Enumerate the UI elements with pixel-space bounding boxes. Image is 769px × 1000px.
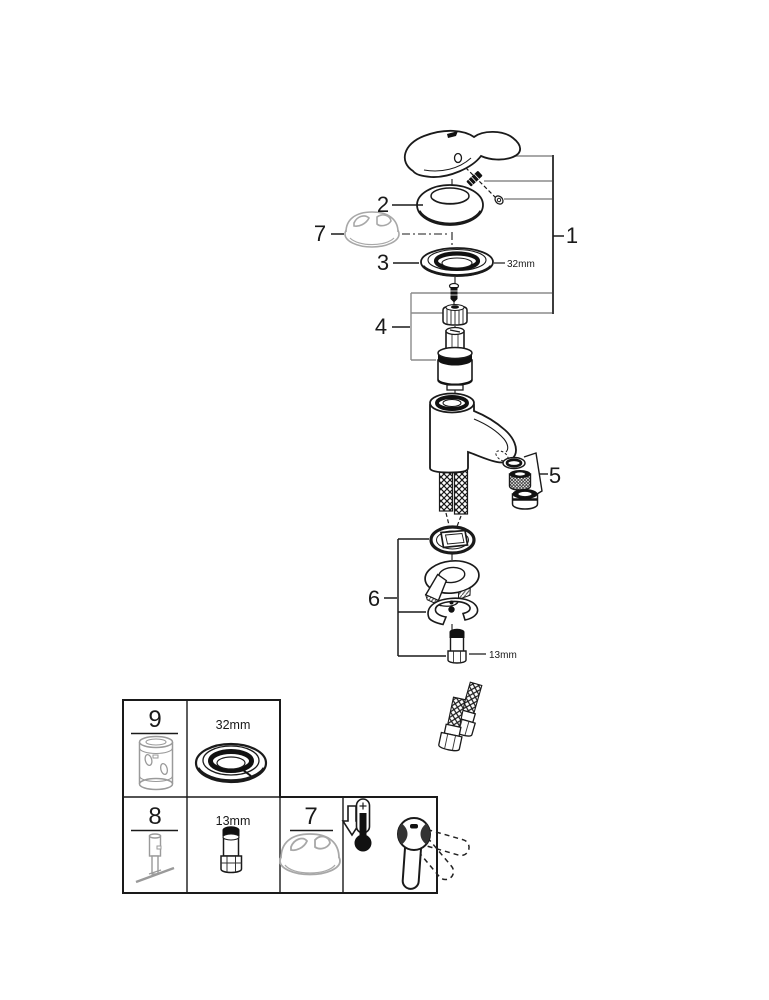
temperature-cap-icon bbox=[279, 833, 341, 876]
legend-cell-9: 9 bbox=[131, 706, 178, 791]
aerator-seal-ring bbox=[502, 456, 526, 470]
socket-tool-icon bbox=[138, 735, 174, 791]
legend-7-label: 7 bbox=[304, 803, 317, 830]
cartridge-nut bbox=[442, 304, 468, 326]
cartridge bbox=[437, 326, 473, 391]
supply-hose-end-left bbox=[438, 696, 466, 752]
grub-screw bbox=[466, 171, 483, 187]
aerator-shell bbox=[511, 489, 539, 510]
legend-cell-7: 7 bbox=[279, 803, 341, 876]
rod-tool-icon bbox=[135, 833, 175, 884]
aerator-mesh-insert bbox=[508, 470, 532, 491]
callout-labels: 1 2 3 4 5 6 7 32mm 13mm bbox=[314, 192, 578, 661]
callout-3: 3 bbox=[377, 250, 389, 275]
mounting-clamp bbox=[427, 597, 479, 626]
mounting-ring-icon bbox=[194, 742, 268, 784]
lever-rotation-icon bbox=[397, 817, 470, 890]
temperature-limit-cap bbox=[344, 211, 400, 248]
mounting-stud bbox=[447, 628, 467, 664]
escutcheon-dome bbox=[416, 184, 484, 226]
callout-5: 5 bbox=[549, 463, 561, 488]
callout-7: 7 bbox=[314, 221, 326, 246]
legend-cell-13mm: 13mm bbox=[216, 814, 251, 874]
legend-8-label: 8 bbox=[148, 803, 161, 830]
legend-32mm-label: 32mm bbox=[216, 718, 251, 732]
legend-cell-8: 8 bbox=[131, 803, 178, 884]
mounting-stud-icon bbox=[220, 826, 243, 874]
dim-32mm: 32mm bbox=[507, 259, 535, 270]
wedge-gasket bbox=[424, 559, 480, 607]
faucet-body bbox=[429, 392, 517, 474]
leader-lines-gray bbox=[410, 155, 552, 361]
legend-cell-temperature-adjust bbox=[341, 798, 470, 890]
part1-bracket bbox=[552, 155, 564, 314]
legend-table: 9 32mm bbox=[122, 699, 470, 894]
legend-cell-32mm: 32mm bbox=[194, 718, 268, 784]
lever-handle bbox=[403, 129, 522, 178]
cartridge-screw bbox=[448, 282, 460, 303]
callout-2: 2 bbox=[377, 192, 389, 217]
callout-4: 4 bbox=[375, 314, 387, 339]
mounting-ring-32mm bbox=[420, 247, 494, 277]
lever-pivot-hole bbox=[453, 152, 463, 164]
thermometer-icon bbox=[354, 798, 372, 852]
base-seal-washer bbox=[429, 525, 476, 555]
legend-9-label: 9 bbox=[148, 706, 161, 733]
callout-6: 6 bbox=[368, 586, 380, 611]
dim-13mm: 13mm bbox=[489, 650, 517, 661]
part6-bracket bbox=[384, 538, 446, 657]
lever-top-notch bbox=[447, 131, 458, 138]
screw-cap bbox=[494, 195, 504, 205]
legend-13mm-label: 13mm bbox=[216, 814, 251, 828]
callout-1: 1 bbox=[566, 223, 578, 248]
